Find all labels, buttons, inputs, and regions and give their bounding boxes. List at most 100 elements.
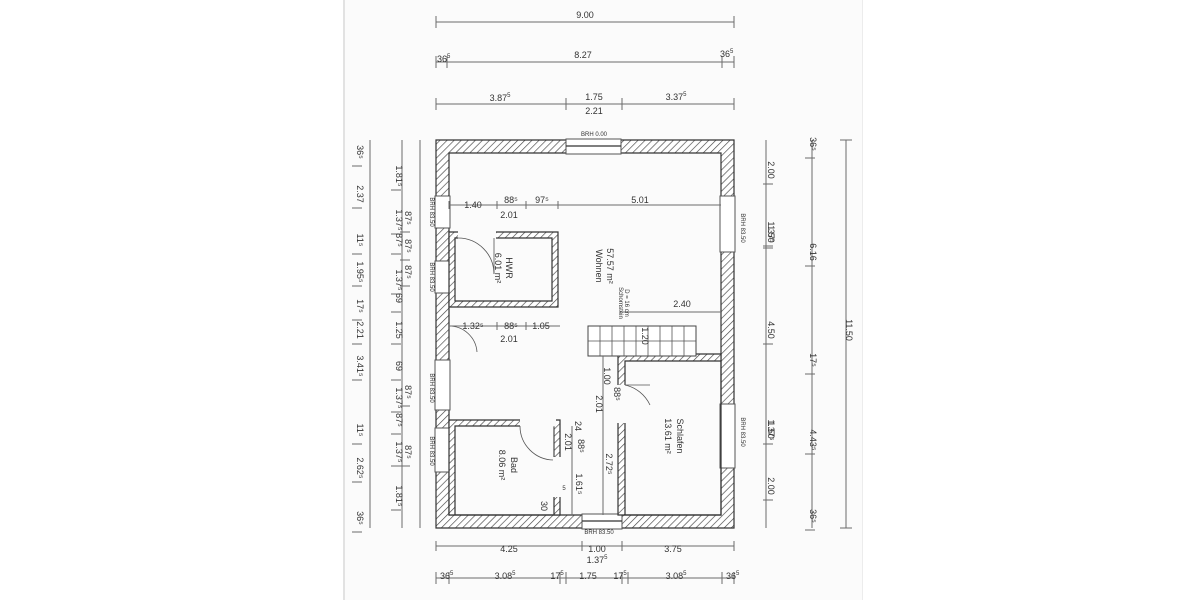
brh-labels: BRH 0.00 BRH 83.50 BRH 83.50 BRH 83.50 B… xyxy=(428,132,745,536)
brh-right-upper: BRH 83.50 xyxy=(739,213,745,243)
window-left-upper xyxy=(434,195,451,229)
dim-int-r: 2.72⁵ xyxy=(604,453,614,475)
dim-bottom-b4: 1.75 xyxy=(579,571,597,581)
room-bad-walls xyxy=(448,419,561,516)
dim-left-mid-3: 1.37⁵ xyxy=(394,269,404,291)
room-hwr-name: HWR xyxy=(504,257,514,279)
dim-top-inner: 8.27 xyxy=(574,50,592,60)
brh-top: BRH 0.00 xyxy=(581,132,608,138)
window-right-lower xyxy=(719,403,736,469)
bottom-dimension-chains: 4.25 1.00 3.75 1.375 365 3.085 175 1.75 … xyxy=(435,541,740,584)
dim-top-right-wall: 365 xyxy=(720,49,734,59)
dim-int-q: 2.01 xyxy=(563,433,573,451)
dim-int-d: 5.01 xyxy=(631,195,649,205)
dim-bottom-seg3: 3.75 xyxy=(664,544,682,554)
window-left-hwr xyxy=(434,260,451,294)
dim-top-total: 9.00 xyxy=(576,10,594,20)
dim-bottom-b3: 175 xyxy=(550,571,564,581)
dim-left-mid-10: 1.81⁵ xyxy=(394,485,404,507)
dim-top-seg1: 3.875 xyxy=(490,93,512,103)
exterior-walls xyxy=(434,138,736,530)
dim-int-s: 1.61⁵ xyxy=(574,473,584,495)
dim-right-inner-5: 1.37⁵ xyxy=(766,419,776,441)
dim-right-inner-4: 1.50 xyxy=(766,421,776,439)
brh-bottom: BRH 83.50 xyxy=(584,530,614,536)
dim-bottom-b7: 365 xyxy=(726,571,740,581)
dim-right-mid-0: 36⁵ xyxy=(808,137,818,151)
dim-top-seg3: 3.375 xyxy=(666,92,688,102)
dim-int-f: 1.32⁵ xyxy=(462,321,484,331)
dim-left-outer-7: 11⁵ xyxy=(355,423,365,436)
dim-int-j: 2.40 xyxy=(673,299,691,309)
dim-int-p: 88⁵ xyxy=(576,439,586,453)
dim-bottom-seg2: 1.00 xyxy=(588,544,606,554)
dim-left-outer-9: 36⁵ xyxy=(355,511,365,525)
interior-dimensions: 1.40 88⁵ 97⁵ 5.01 2.01 1.32⁵ 88⁵ 1.05 2.… xyxy=(448,195,721,515)
room-hwr-area: 6.01 m² xyxy=(493,253,503,284)
dim-left-mid-7: 1.37⁵ xyxy=(394,387,404,409)
dim-top-below: 2.21 xyxy=(585,106,603,116)
dim-int-k: 1.20 xyxy=(640,327,650,345)
dim-bottom-b5: 175 xyxy=(613,571,627,581)
dim-left-mid-2: 87⁵ xyxy=(394,233,404,247)
brh-left-hwr: BRH 83.50 xyxy=(428,262,434,292)
note-stove-2: D = 16 cm xyxy=(623,289,629,317)
dim-right-mid-3: 4.43⁵ xyxy=(808,429,818,451)
dim-left-mid-1: 1.37⁵ xyxy=(394,209,404,231)
window-left-bad xyxy=(434,427,451,473)
room-hwr-walls xyxy=(448,231,559,308)
dim-left-mid-4: 69 xyxy=(394,293,404,303)
dim-left-mid-8: 87⁵ xyxy=(394,413,404,427)
dim-bottom-b6: 3.085 xyxy=(666,571,688,581)
dim-int-g: 88⁵ xyxy=(504,321,518,331)
dim-left-outer-1: 2.37 xyxy=(355,185,365,203)
room-schlafen-name: Schlafen xyxy=(675,418,685,453)
dim-right-outer: 11.50 xyxy=(844,319,854,341)
window-left-mid xyxy=(434,359,451,411)
dim-int-t: 30 xyxy=(539,501,549,511)
brh-left-mid: BRH 83.50 xyxy=(428,373,434,403)
dim-bottom-b2: 3.085 xyxy=(495,571,517,581)
dim-left-outer-6: 3.41⁵ xyxy=(355,355,365,377)
dim-int-o: 24 xyxy=(573,421,583,431)
dim-left-inner-3: 87⁵ xyxy=(403,385,413,399)
dim-left-mid-5: 1.25 xyxy=(394,321,404,339)
room-schlafen-area: 13.61 m² xyxy=(663,418,673,454)
dim-left-outer-4: 17⁵ xyxy=(355,299,365,313)
dim-int-h: 1.05 xyxy=(532,321,550,331)
dim-right-mid-2: 17⁵ xyxy=(808,353,818,367)
staircase xyxy=(587,325,697,357)
dim-right-mid-4: 36⁵ xyxy=(808,509,818,523)
dim-left-mid-6: 69 xyxy=(394,361,404,371)
dim-left-inner-2: 87⁵ xyxy=(403,265,413,279)
dim-top-seg2: 1.75 xyxy=(585,92,603,102)
dim-left-inner-4: 87⁵ xyxy=(403,445,413,459)
dim-int-l: 1.00 xyxy=(602,367,612,385)
dim-bottom-seg1: 4.25 xyxy=(500,544,518,554)
dim-left-inner-0: 87⁵ xyxy=(403,211,413,225)
note-stove: Schornstein xyxy=(617,287,623,319)
dim-left-outer-2: 11⁵ xyxy=(355,233,365,246)
room-bad-area: 8.06 m² xyxy=(497,450,507,481)
room-bad-name: Bad xyxy=(509,457,519,473)
dim-right-inner-0: 2.00 xyxy=(766,161,776,179)
dim-int-i: 2.01 xyxy=(500,334,518,344)
dim-int-c: 97⁵ xyxy=(535,195,549,205)
dim-int-m: 88⁵ xyxy=(612,387,622,401)
dim-left-outer-5: 2.21 xyxy=(355,321,365,339)
dim-right-mid-1: 6.16 xyxy=(808,243,818,261)
dim-int-a: 1.40 xyxy=(464,200,482,210)
dim-right-inner-6: 2.00 xyxy=(766,477,776,495)
dim-left-mid-0: 1.81⁵ xyxy=(394,165,404,187)
window-right-upper xyxy=(719,195,736,253)
room-wohnen-area: 57.57 m² xyxy=(605,248,615,284)
dim-int-u: 5 xyxy=(562,486,566,492)
dim-bottom-sub: 1.375 xyxy=(587,555,609,565)
dim-int-n: 2.01 xyxy=(594,395,604,413)
dim-right-inner-1: 1.50 xyxy=(766,225,776,243)
room-wohnen-name: Wohnen xyxy=(594,249,604,282)
brh-left-upper: BRH 83.50 xyxy=(428,197,434,227)
